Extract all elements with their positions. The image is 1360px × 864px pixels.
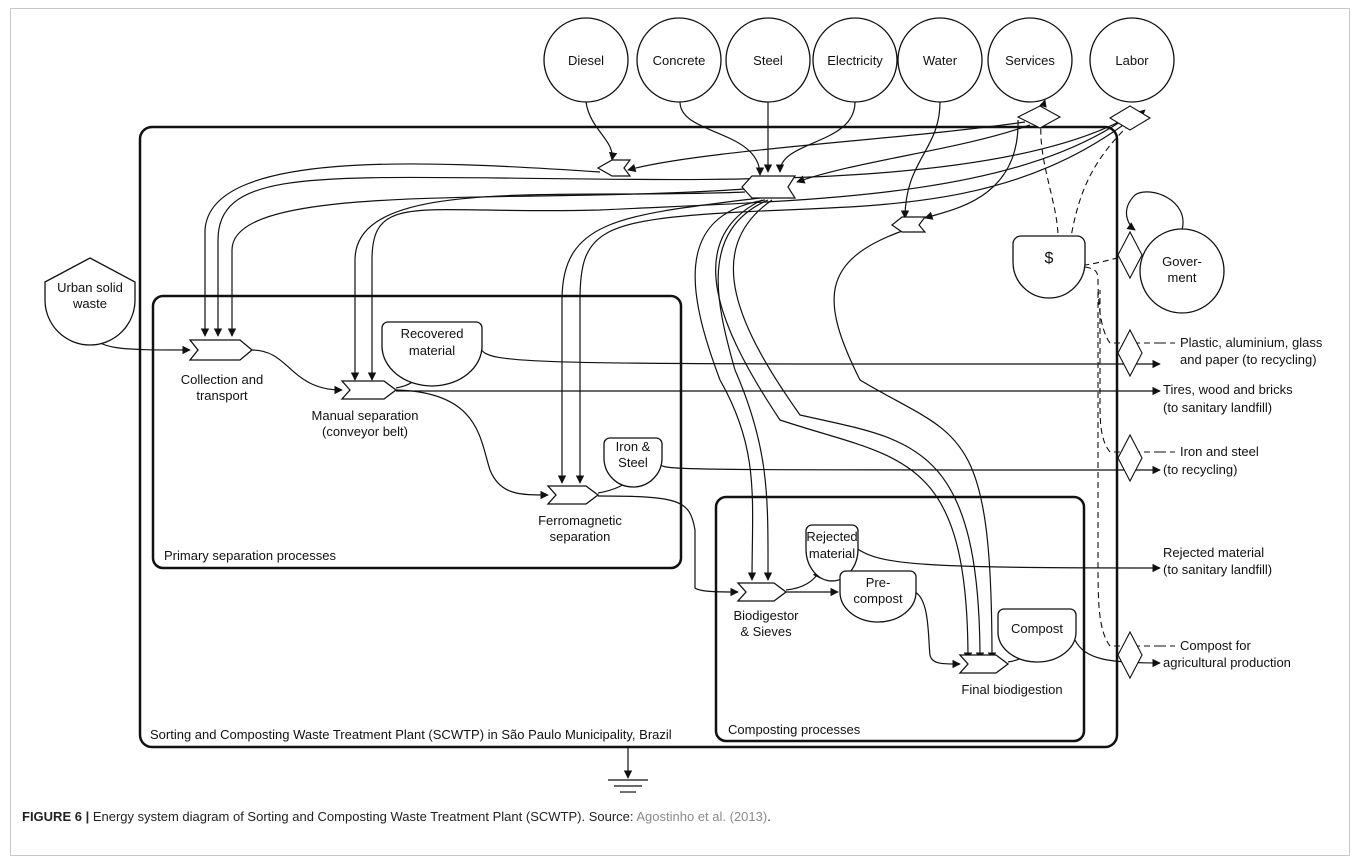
recovered-label-1: Recovered xyxy=(401,326,464,341)
source-concrete-label: Concrete xyxy=(653,53,706,68)
collection-label-2: transport xyxy=(196,388,248,403)
process-final: Final biodigestion xyxy=(958,654,1063,697)
output-recycling-2-line-1: Iron and steel xyxy=(1180,444,1259,459)
output-landfill-2-line-1: Rejected material xyxy=(1163,545,1264,560)
manual-label-1: Manual separation xyxy=(312,408,419,423)
rejected-label-2: material xyxy=(809,546,855,561)
source-electricity: Electricity xyxy=(812,17,898,103)
rejected-label-1: Rejected xyxy=(806,529,857,544)
source-government-label-1: Gover- xyxy=(1162,254,1202,269)
system-boundary xyxy=(138,125,1119,749)
urban-waste-label-1: Urban solid xyxy=(57,280,123,295)
source-steel-label: Steel xyxy=(753,53,783,68)
manual-label-2: (conveyor belt) xyxy=(322,424,408,439)
storage-recovered: Recovered material xyxy=(381,321,483,387)
process-collection: Collection and transport xyxy=(181,339,263,403)
source-labor-label: Labor xyxy=(1115,53,1149,68)
source-services: Services xyxy=(987,17,1073,103)
caption-end: . xyxy=(767,809,771,824)
iron-steel-label-2: Steel xyxy=(618,455,648,470)
process-biodigestor: Biodigestor & Sieves xyxy=(733,582,799,639)
compost-label: Compost xyxy=(1011,621,1063,636)
final-label: Final biodigestion xyxy=(961,682,1062,697)
output-recycling-1-line-2: and paper (to recycling) xyxy=(1180,352,1317,367)
flow-lines xyxy=(89,101,1161,779)
source-water: Water xyxy=(897,17,983,103)
storage-rejected: Rejected material xyxy=(805,524,859,582)
output-recycling-2: Iron and steel (to recycling) xyxy=(1163,444,1259,477)
output-landfill-1-line-2: (to sanitary landfill) xyxy=(1163,400,1272,415)
process-manual: Manual separation (conveyor belt) xyxy=(312,380,419,439)
ferro-label-2: separation xyxy=(550,529,611,544)
storage-money-label: $ xyxy=(1045,250,1054,267)
output-compost-line-2: agricultural production xyxy=(1163,655,1291,670)
source-steel: Steel xyxy=(725,17,811,103)
government-loop xyxy=(1125,191,1184,231)
figure-caption: FIGURE 6 | Energy system diagram of Sort… xyxy=(22,809,1338,824)
composting-box-label: Composting processes xyxy=(728,722,861,737)
urban-waste-label-2: waste xyxy=(72,296,107,311)
figure-frame xyxy=(10,8,1350,856)
source-water-label: Water xyxy=(923,53,958,68)
recovered-label-2: material xyxy=(409,343,455,358)
output-recycling-1-line-1: Plastic, aluminium, glass xyxy=(1180,335,1323,350)
output-recycling-1: Plastic, aluminium, glass and paper (to … xyxy=(1180,335,1323,367)
iron-steel-label-1: Iron & xyxy=(616,439,651,454)
primary-separation-box xyxy=(151,294,683,570)
output-landfill-1-line-1: Tires, wood and bricks xyxy=(1163,382,1293,397)
interaction-materials xyxy=(741,175,797,199)
output-landfill-2: Rejected material (to sanitary landfill) xyxy=(1163,545,1272,577)
storage-iron-steel: Iron & Steel xyxy=(603,437,663,488)
interaction-diesel xyxy=(596,159,632,177)
biodigestor-label-1: Biodigestor xyxy=(733,608,799,623)
storage-compost: Compost xyxy=(997,608,1077,663)
source-concrete: Concrete xyxy=(636,17,722,103)
source-diesel: Diesel xyxy=(543,17,629,103)
interaction-water xyxy=(890,216,927,233)
output-landfill-2-line-2: (to sanitary landfill) xyxy=(1163,562,1272,577)
storage-precompost: Pre- compost xyxy=(839,570,917,623)
precompost-label-1: Pre- xyxy=(866,575,891,590)
caption-source-link[interactable]: Agostinho et al. (2013) xyxy=(636,809,768,824)
transactions xyxy=(1016,105,1152,680)
output-compost: Compost for agricultural production xyxy=(1163,638,1291,670)
primary-box-label: Primary separation processes xyxy=(164,548,336,563)
energy-system-diagram: Diesel Concrete Steel Electricity Water … xyxy=(44,17,1323,793)
source-diesel-label: Diesel xyxy=(568,53,604,68)
source-government-label-2: ment xyxy=(1168,270,1197,285)
source-urban-waste: Urban solid waste xyxy=(44,257,136,346)
output-landfill-1: Tires, wood and bricks (to sanitary land… xyxy=(1163,382,1293,415)
system-box-label: Sorting and Composting Waste Treatment P… xyxy=(150,727,672,742)
source-labor: Labor xyxy=(1089,17,1175,103)
figure-label: FIGURE 6 | xyxy=(22,809,90,824)
source-government: Gover- ment xyxy=(1139,228,1225,314)
source-services-label: Services xyxy=(1005,53,1055,68)
biodigestor-label-2: & Sieves xyxy=(740,624,792,639)
storage-money: $ xyxy=(1012,235,1086,299)
output-compost-line-1: Compost for xyxy=(1180,638,1251,653)
caption-text: Energy system diagram of Sorting and Com… xyxy=(89,809,637,824)
money-flows xyxy=(1039,99,1175,647)
ferro-label-1: Ferromagnetic xyxy=(538,513,622,528)
precompost-label-2: compost xyxy=(853,591,903,606)
output-recycling-2-line-2: (to recycling) xyxy=(1163,462,1237,477)
source-electricity-label: Electricity xyxy=(827,53,883,68)
process-ferro: Ferromagnetic separation xyxy=(538,485,622,544)
heat-sink-icon xyxy=(608,779,648,793)
composting-box xyxy=(714,495,1086,743)
collection-label-1: Collection and xyxy=(181,372,263,387)
